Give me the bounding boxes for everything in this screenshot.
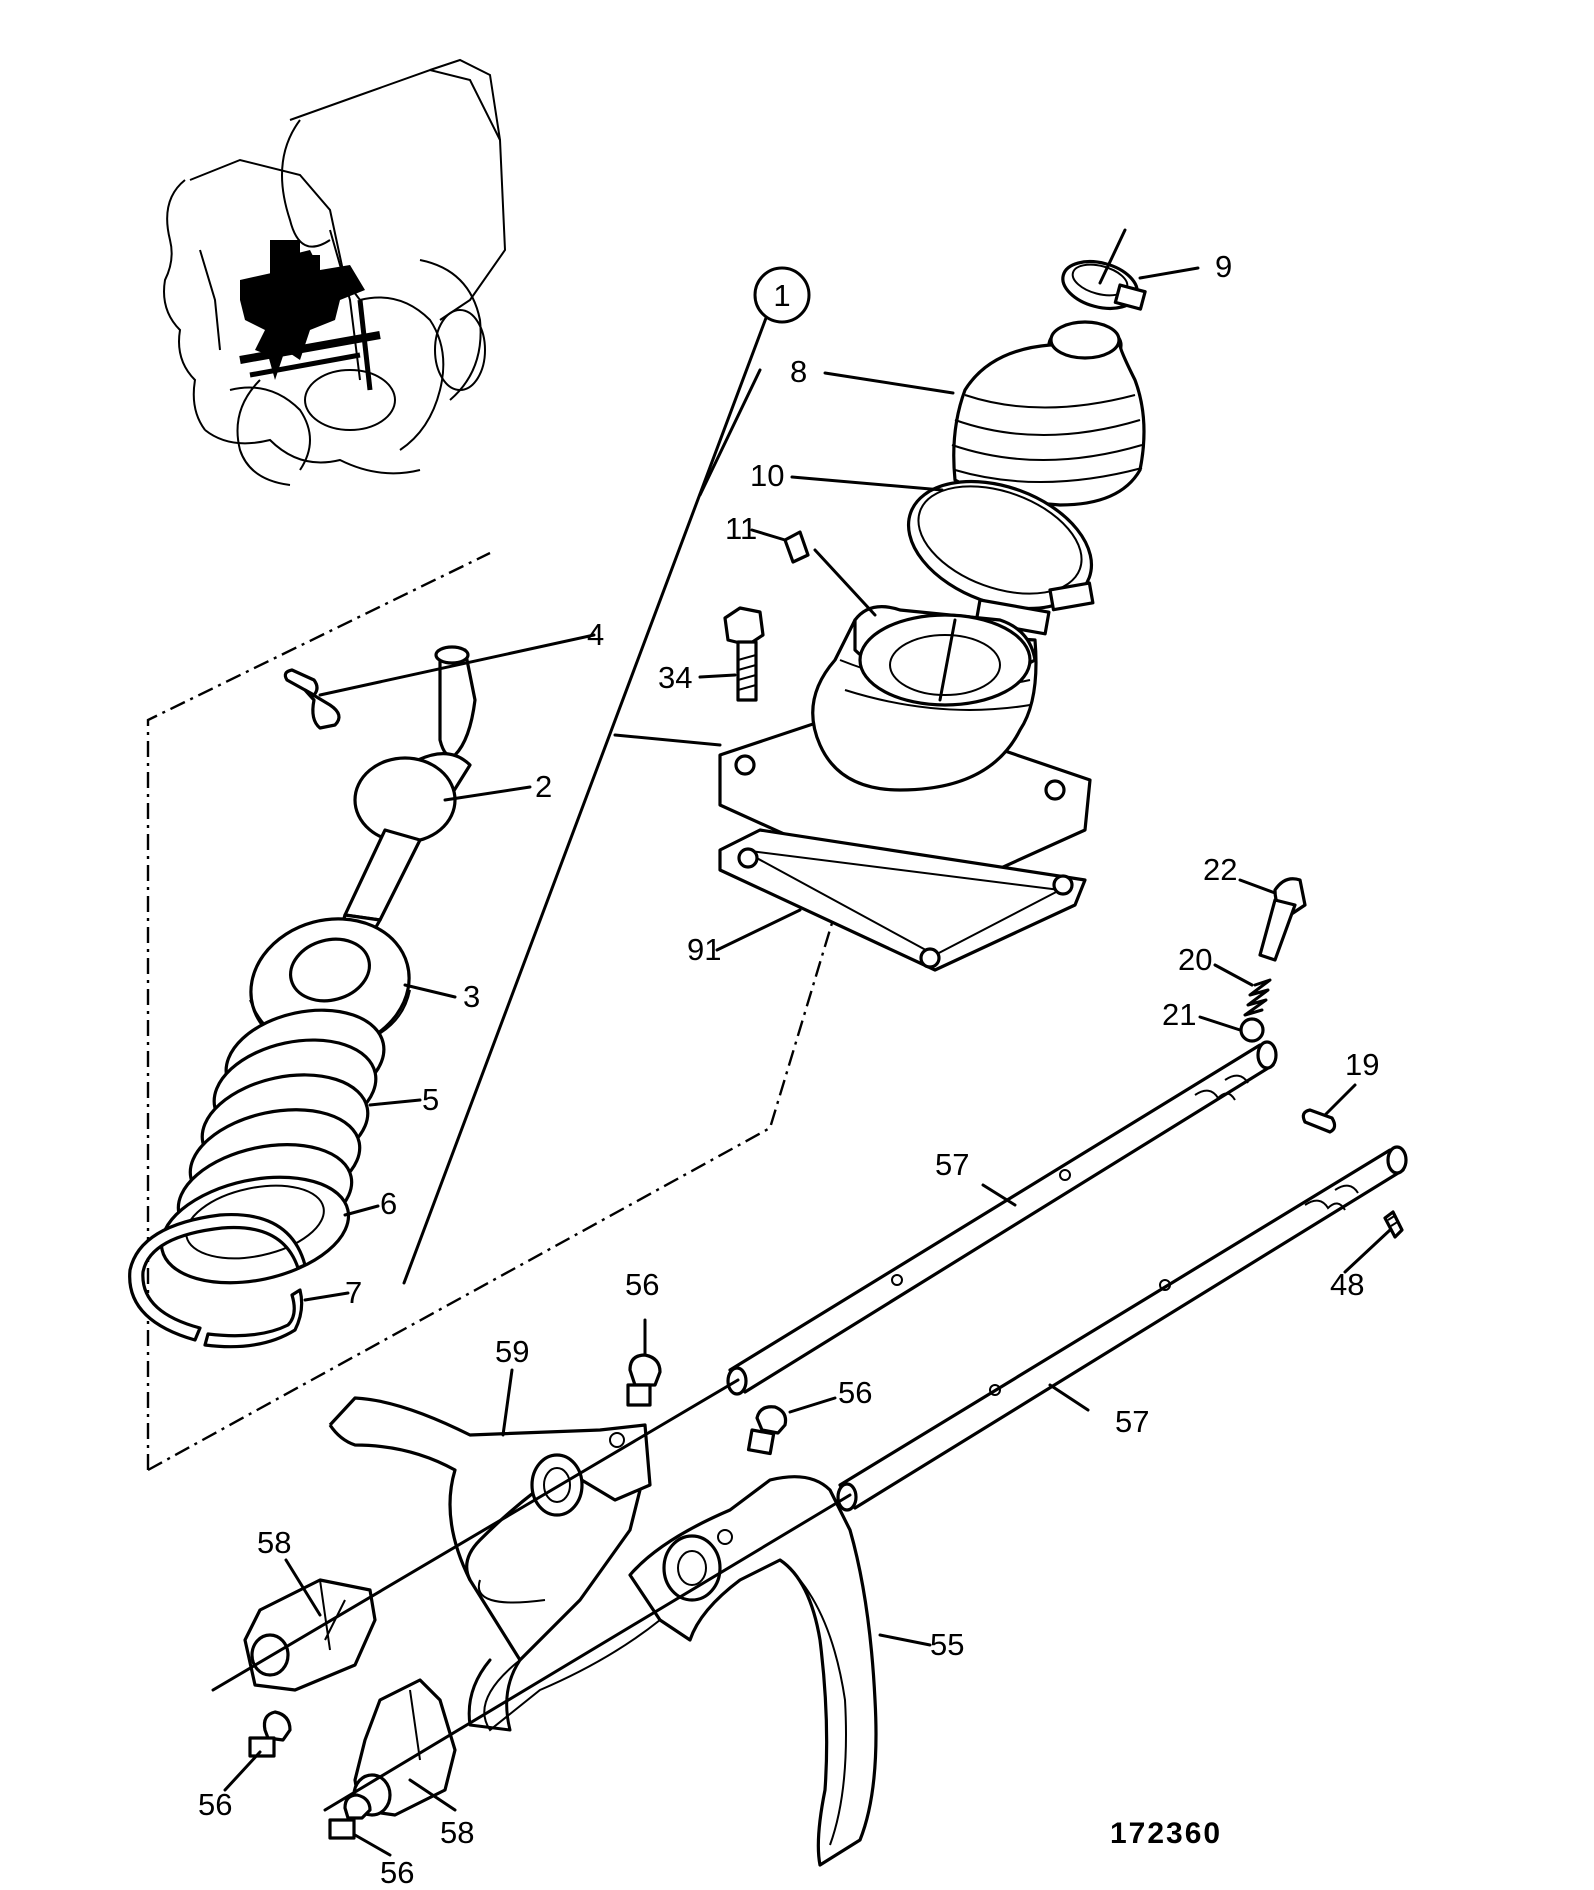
selector-fork-lower — [483, 1475, 878, 1867]
label-part-48: 48 — [1330, 1267, 1364, 1302]
label-part-3: 3 — [463, 979, 480, 1014]
grease-nipple-4 — [328, 1793, 372, 1840]
part-labels: 9 8 10 11 4 34 2 3 5 6 7 91 22 20 21 19 … — [198, 249, 1379, 1890]
label-part-6: 6 — [380, 1186, 397, 1221]
grease-nipple-1 — [626, 1353, 662, 1407]
label-part-22: 22 — [1203, 852, 1237, 887]
label-part-56-top: 56 — [625, 1267, 659, 1302]
label-part-91: 91 — [687, 932, 721, 967]
roll-pin — [1301, 1108, 1337, 1134]
gaiter-clip-top — [1061, 228, 1147, 311]
selector-rail-upper — [726, 1040, 1278, 1396]
label-part-11: 11 — [725, 511, 757, 546]
housing-bolt — [723, 606, 765, 702]
selector-block-upper — [243, 1578, 377, 1692]
label-part-34: 34 — [658, 660, 692, 695]
rubber-gaiter — [951, 320, 1146, 507]
label-part-21: 21 — [1162, 997, 1196, 1032]
label-part-20: 20 — [1178, 942, 1212, 977]
label-part-56-mid: 56 — [838, 1375, 872, 1410]
assembly-outline — [146, 551, 847, 1472]
label-part-57-upper: 57 — [935, 1147, 969, 1182]
callout-number: 1 — [773, 278, 790, 313]
gear-lever — [333, 645, 477, 957]
label-part-4: 4 — [587, 617, 604, 652]
selector-rail-lower — [836, 1145, 1408, 1512]
label-part-19: 19 — [1345, 1047, 1379, 1082]
label-part-56-bottom: 56 — [380, 1855, 414, 1890]
label-part-55: 55 — [930, 1627, 964, 1662]
label-part-58-upper: 58 — [257, 1525, 291, 1560]
detent-spring — [1243, 978, 1272, 1017]
grease-nipple-3 — [248, 1710, 292, 1758]
assembly-callout: 1 — [402, 266, 811, 1285]
detent-plug — [1258, 877, 1307, 962]
label-part-2: 2 — [535, 769, 552, 804]
label-part-8: 8 — [790, 354, 807, 389]
housing-key — [783, 530, 810, 564]
detent-ball — [1239, 1017, 1265, 1043]
grease-nipple-2 — [746, 1405, 788, 1456]
selector-block-lower — [352, 1678, 457, 1817]
leader-lines — [211, 266, 1392, 1857]
selector-fork-upper — [328, 1396, 652, 1732]
label-part-56-left: 56 — [198, 1787, 232, 1822]
hose-clip — [906, 479, 1095, 636]
label-part-10: 10 — [750, 458, 784, 493]
grub-screw — [1383, 1210, 1404, 1239]
lever-housing — [718, 605, 1092, 902]
lever-stud — [283, 668, 341, 730]
housing-gasket — [718, 828, 1087, 972]
label-part-57-lower: 57 — [1115, 1404, 1149, 1439]
label-part-58-lower: 58 — [440, 1815, 474, 1850]
label-part-5: 5 — [422, 1082, 439, 1117]
label-part-7: 7 — [345, 1275, 362, 1310]
circlip — [128, 1212, 307, 1349]
drawing-reference-number: 172360 — [1110, 1817, 1222, 1850]
label-part-9: 9 — [1215, 249, 1232, 284]
label-part-59: 59 — [495, 1334, 529, 1369]
gearbox-locator-thumbnail — [163, 58, 507, 486]
